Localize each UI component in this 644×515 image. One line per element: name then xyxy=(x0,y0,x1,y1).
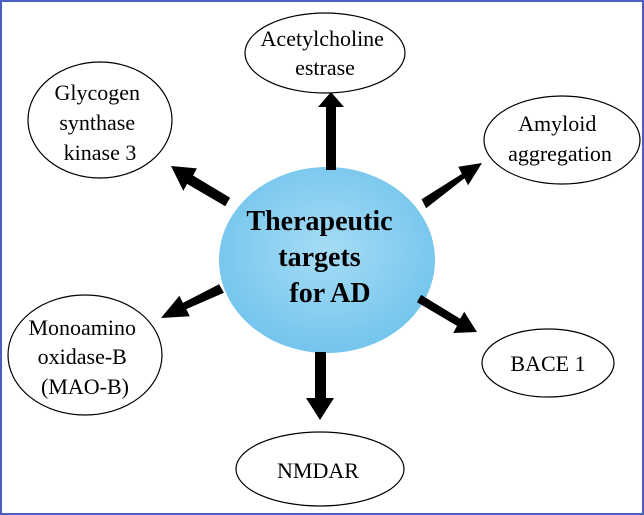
label-amyloid-aggregation-line-2: aggregation xyxy=(508,141,612,166)
center-label-line-2: targets xyxy=(278,242,361,273)
node-gsk3 xyxy=(27,61,173,179)
target-gsk3: Glycogen synthase kinase 3 xyxy=(27,61,173,179)
node-mao-b xyxy=(7,294,163,416)
node-nmdar xyxy=(235,431,405,507)
target-bace1: BACE 1 xyxy=(481,328,615,398)
target-mao-b: Monoamino oxidase-B (MAO-B) xyxy=(7,294,163,416)
label-amyloid-aggregation-line-1: Amyloid xyxy=(518,111,596,136)
arrow-mao-b xyxy=(161,284,224,318)
label-bace1: BACE 1 xyxy=(510,351,585,376)
label-mao-b-line-1: Monoamino xyxy=(28,315,136,340)
label-gsk3-line-1: Glycogen xyxy=(54,80,140,105)
label-gsk3: Glycogen synthase kinase 3 xyxy=(54,80,145,165)
label-gsk3-line-2: synthase xyxy=(59,110,135,135)
center-label: Therapeutic targets for AD xyxy=(246,206,399,309)
arrow-bace1 xyxy=(416,294,477,333)
label-acetylcholinesterase: Acetylcholine estrase xyxy=(261,26,390,80)
target-amyloid-aggregation: Amyloid aggregation xyxy=(483,95,641,185)
label-nmdar: NMDAR xyxy=(277,458,359,483)
node-acetylcholinesterase xyxy=(244,12,406,94)
center-label-line-3: for AD xyxy=(289,278,370,309)
label-gsk3-line-3: kinase 3 xyxy=(64,140,137,165)
label-mao-b: Monoamino oxidase-B (MAO-B) xyxy=(28,315,141,399)
node-amyloid-aggregation xyxy=(483,95,641,185)
node-bace1 xyxy=(481,328,615,398)
center-label-line-1: Therapeutic xyxy=(246,206,392,237)
target-nmdar: NMDAR xyxy=(235,431,405,507)
label-bace1-line-1: BACE 1 xyxy=(510,351,585,376)
label-mao-b-line-3: (MAO-B) xyxy=(41,374,129,399)
label-amyloid-aggregation: Amyloid aggregation xyxy=(508,111,612,166)
target-acetylcholinesterase: Acetylcholine estrase xyxy=(244,12,406,94)
arrow-nmdar xyxy=(306,352,334,420)
arrow-amyloid-aggregation xyxy=(421,163,482,209)
label-mao-b-line-2: oxidase-B xyxy=(38,344,127,369)
arrow-acetylcholinesterase xyxy=(318,92,344,170)
arrow-gsk3 xyxy=(171,166,231,207)
label-nmdar-line-1: NMDAR xyxy=(277,458,359,483)
label-acetylcholinesterase-line-1: Acetylcholine xyxy=(261,26,384,51)
center-node xyxy=(219,167,435,353)
label-acetylcholinesterase-line-2: estrase xyxy=(295,55,355,80)
arrows xyxy=(161,92,482,420)
